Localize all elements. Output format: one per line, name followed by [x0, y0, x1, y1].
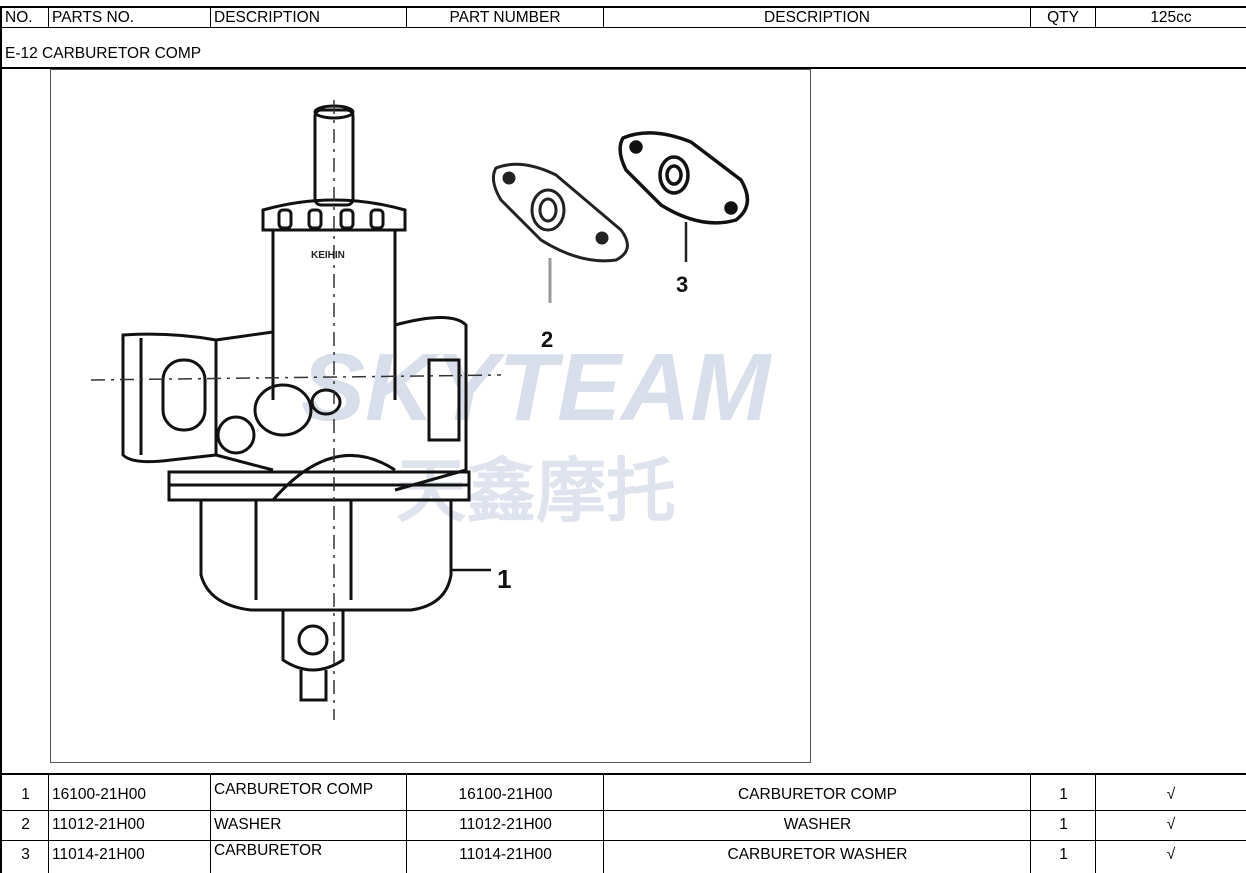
header-model: 125cc	[1096, 6, 1246, 28]
washer-2	[491, 162, 629, 303]
header-no: NO.	[2, 6, 49, 28]
row-part-number: 11014-21H00	[459, 846, 552, 863]
header-parts-no: PARTS NO.	[49, 6, 211, 28]
row-description-2: CARBURETOR WASHER	[727, 846, 908, 863]
col-divider	[210, 775, 211, 873]
watermark-cjk: 天鑫摩托	[396, 450, 676, 532]
header-description-2: DESCRIPTION	[604, 6, 1031, 28]
callout-1: 1	[497, 564, 511, 594]
col-divider	[1095, 775, 1096, 873]
col-divider	[48, 775, 49, 873]
washer-3	[618, 131, 750, 262]
row-parts-no: 11012-21H00	[52, 816, 145, 833]
row-parts-no: 11014-21H00	[52, 846, 145, 863]
col-divider	[406, 775, 407, 873]
col-divider	[1030, 775, 1031, 873]
row-qty: 1	[1059, 786, 1068, 803]
callout-2: 2	[541, 327, 553, 352]
watermark-latin: SKYTEAM	[301, 334, 772, 441]
row-description: CARBURETOR COMP	[214, 781, 374, 798]
body-marking: KEIHIN	[311, 250, 345, 261]
row-part-number: 11012-21H00	[459, 816, 552, 833]
row-125cc-mark: √	[1166, 846, 1176, 863]
row-description: CARBURETOR	[214, 842, 323, 859]
row-description-2: WASHER	[783, 816, 852, 833]
row-parts-no: 16100-21H00	[52, 786, 146, 803]
carburetor-body	[121, 104, 491, 702]
header-description: DESCRIPTION	[211, 6, 407, 28]
row-divider	[2, 810, 1246, 811]
table-top-rule	[2, 773, 1246, 775]
carburetor-diagram: SKYTEAM 天鑫摩托	[90, 100, 772, 720]
row-no: 3	[21, 846, 30, 863]
col-divider	[603, 775, 604, 873]
section-title-rule	[2, 67, 1246, 69]
row-divider	[2, 840, 1246, 841]
callout-3: 3	[676, 272, 688, 297]
section-title: E-12 CARBURETOR COMP	[5, 45, 202, 62]
left-border	[0, 6, 2, 873]
row-125cc-mark: √	[1166, 816, 1176, 833]
row-part-number: 16100-21H00	[458, 786, 553, 803]
row-qty: 1	[1059, 846, 1068, 863]
row-125cc-mark: √	[1166, 786, 1176, 803]
header-part-number: PART NUMBER	[407, 6, 604, 28]
row-qty: 1	[1059, 816, 1068, 833]
row-description-2: CARBURETOR COMP	[737, 786, 898, 803]
row-no: 2	[21, 816, 30, 833]
row-no: 1	[21, 786, 30, 803]
row-description: WASHER	[214, 816, 282, 833]
exploded-diagram: SKYTEAM 天鑫摩托	[50, 69, 811, 763]
header-qty: QTY	[1031, 6, 1096, 28]
